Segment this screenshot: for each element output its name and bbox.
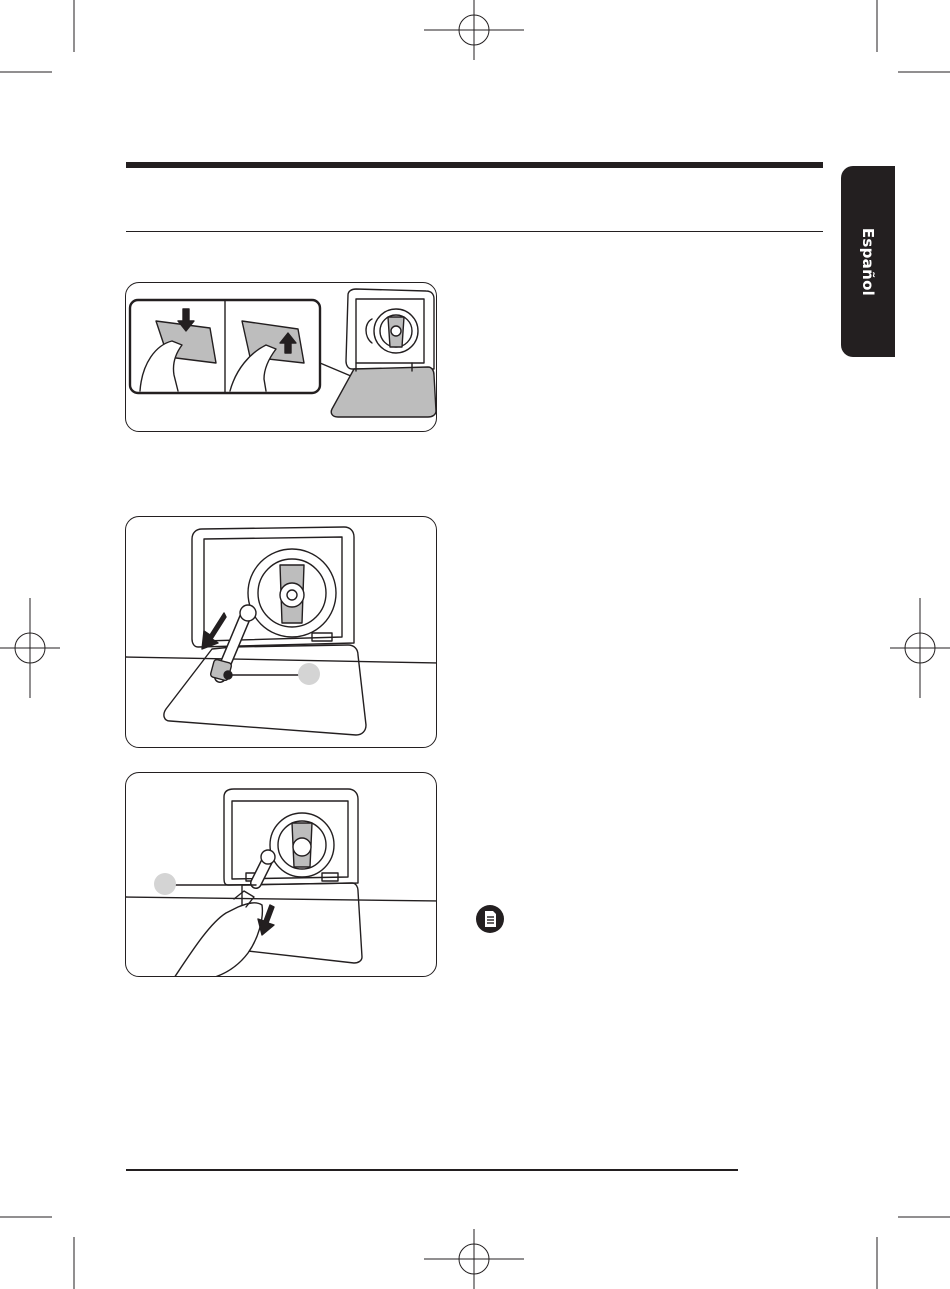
header-thin-rule [126, 231, 823, 232]
figure-open-filter-cover [125, 282, 437, 432]
hose-cap-illustration [126, 773, 437, 977]
note-document-icon [476, 905, 504, 933]
drain-hose-illustration [126, 517, 437, 748]
filter-cover-illustration [126, 283, 437, 432]
callout-hose [298, 663, 320, 685]
header-thick-rule [126, 162, 823, 168]
language-tab: Español [841, 166, 895, 357]
figure-remove-hose-cap [125, 772, 437, 977]
callout-hose-cap [154, 873, 176, 895]
figure-pull-out-drain-hose [125, 516, 437, 748]
note-icon [476, 905, 504, 933]
language-tab-label: Español [859, 227, 877, 295]
footer-rule [126, 1169, 738, 1171]
